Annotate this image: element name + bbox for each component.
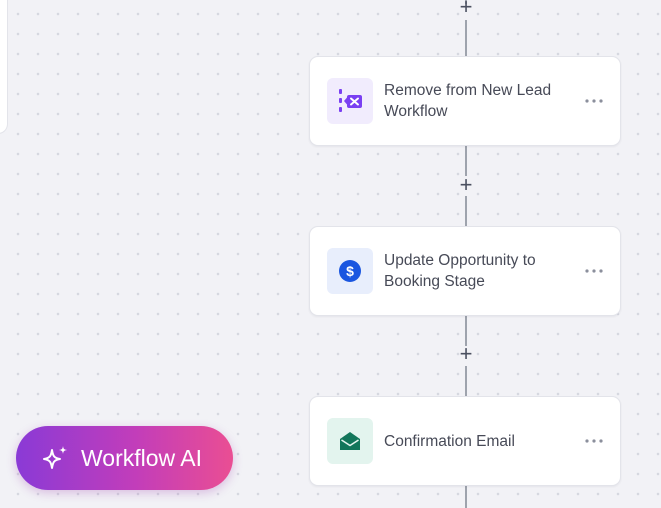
add-step-button[interactable]: + (459, 0, 473, 19)
add-step-button[interactable]: + (459, 172, 473, 197)
workflow-step-remove-from-workflow[interactable]: Remove from New Lead Workflow (309, 56, 621, 146)
workflow-ai-button[interactable]: Workflow AI (16, 426, 233, 490)
workflow-step-update-opportunity[interactable]: $ Update Opportunity to Booking Stage (309, 226, 621, 316)
connector-line (465, 20, 467, 56)
sparkle-icon (43, 446, 67, 469)
step-title: Update Opportunity to Booking Stage (384, 252, 536, 290)
workflow-ai-label: Workflow AI (81, 444, 202, 471)
remove-from-workflow-icon (327, 78, 373, 124)
svg-text:$: $ (346, 263, 354, 279)
add-step-button[interactable]: + (459, 341, 473, 366)
step-more-options-icon[interactable] (584, 227, 604, 315)
step-more-options-icon[interactable] (584, 397, 604, 485)
workflow-step-confirmation-email[interactable]: Confirmation Email (309, 396, 621, 486)
connector-line (465, 316, 467, 346)
connector-line (465, 0, 467, 4)
step-more-options-icon[interactable] (584, 57, 604, 145)
connector-line (465, 146, 467, 176)
dollar-icon: $ (327, 248, 373, 294)
step-title: Remove from New Lead Workflow (384, 82, 552, 120)
connector-line (465, 196, 467, 226)
envelope-icon (327, 418, 373, 464)
step-title: Confirmation Email (384, 432, 515, 450)
connector-line (465, 366, 467, 396)
connector-line (465, 486, 467, 508)
side-panel-edge (0, 0, 8, 134)
